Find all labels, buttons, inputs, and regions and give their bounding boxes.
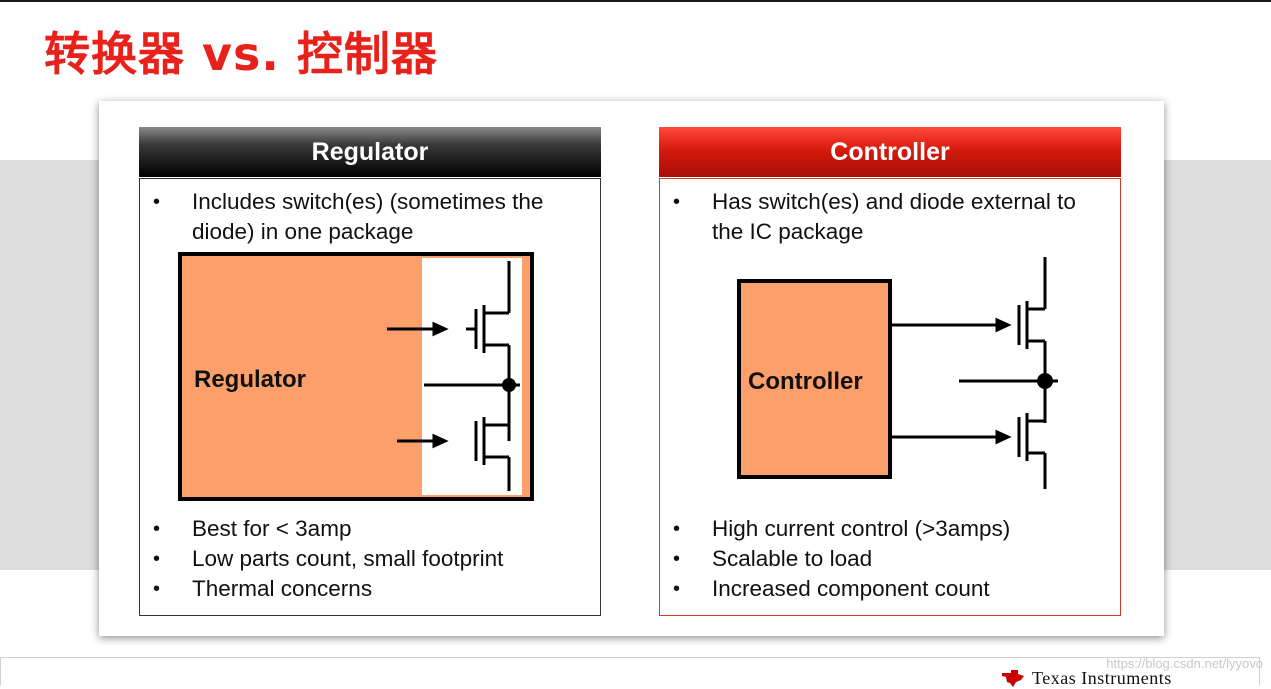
regulator-body: Includes switch(es) (sometimes the diode…: [139, 178, 601, 616]
list-item: High current control (>3amps): [660, 514, 1120, 544]
controller-diagram: Controller: [737, 257, 1058, 489]
slide-title: 转换器 vs. 控制器: [44, 27, 438, 81]
watermark: https://blog.csdn.net/lyyovo: [1106, 656, 1263, 671]
controller-header: Controller: [659, 127, 1121, 177]
controller-block: [737, 279, 892, 479]
list-item: Thermal concerns: [140, 574, 600, 604]
list-item: Includes switch(es) (sometimes the diode…: [140, 187, 600, 247]
regulator-diagram: Regulator: [178, 252, 534, 501]
controller-bottom-bullets: High current control (>3amps) Scalable t…: [660, 514, 1120, 604]
low-side-mosfet-icon: [892, 413, 1047, 489]
list-item: Scalable to load: [660, 544, 1120, 574]
texas-instruments-logo-icon: [1002, 670, 1024, 687]
list-item: Has switch(es) and diode external to the…: [660, 187, 1120, 247]
switch-node-dot: [1037, 373, 1053, 389]
footer-bar: [0, 657, 1260, 685]
regulator-bottom-bullets: Best for < 3amp Low parts count, small f…: [140, 514, 600, 604]
comparison-card: Regulator Includes switch(es) (sometimes…: [99, 101, 1164, 636]
high-side-mosfet-icon: [892, 257, 1047, 423]
controller-top-bullets: Has switch(es) and diode external to the…: [660, 187, 1120, 247]
controller-block-label: Controller: [748, 368, 863, 395]
regulator-header: Regulator: [139, 127, 601, 177]
switch-area: [422, 258, 522, 495]
top-rule: [0, 0, 1271, 2]
ti-logo: Texas Instruments: [1000, 668, 1172, 689]
list-item: Increased component count: [660, 574, 1120, 604]
controller-panel: Controller Has switch(es) and diode exte…: [659, 127, 1121, 617]
list-item: Best for < 3amp: [140, 514, 600, 544]
regulator-top-bullets: Includes switch(es) (sometimes the diode…: [140, 187, 600, 247]
regulator-block-label: Regulator: [194, 366, 306, 393]
ti-wordmark: Texas Instruments: [1032, 668, 1172, 688]
controller-body: Has switch(es) and diode external to the…: [659, 178, 1121, 616]
regulator-panel: Regulator Includes switch(es) (sometimes…: [139, 127, 601, 617]
list-item: Low parts count, small footprint: [140, 544, 600, 574]
switch-node-dot: [502, 378, 516, 392]
low-side-mosfet-icon: [397, 417, 511, 491]
